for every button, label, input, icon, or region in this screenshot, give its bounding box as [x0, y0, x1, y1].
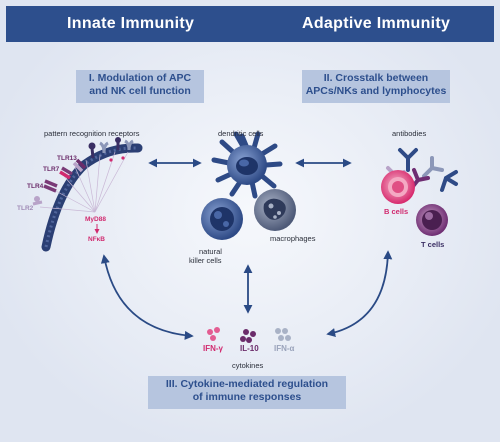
label-tlr7: TLR7 — [43, 166, 60, 173]
label-macrophages: macrophages — [270, 234, 316, 243]
label-nk-line1: natural — [199, 247, 222, 256]
innate-immunity-title: Innate Immunity — [67, 15, 195, 32]
label-il-10: IL-10 — [240, 344, 259, 353]
receptor-tlr7 — [59, 166, 73, 180]
label-cytokines: cytokines — [232, 361, 264, 370]
antibodies — [386, 148, 458, 192]
b-cell — [381, 170, 415, 204]
label-tlr13: TLR13 — [57, 155, 77, 162]
box-modulation: I. Modulation of APC and NK cell functio… — [76, 70, 204, 103]
label-ifn-gamma: IFN-γ — [203, 344, 223, 353]
label-t-cells: T cells — [421, 240, 445, 249]
box-cytokine-line1: III. Cytokine-mediated regulation — [165, 378, 329, 390]
box-cytokine-line2: of immune responses — [192, 391, 302, 403]
box-crosstalk: II. Crosstalk between APCs/NKs and lymph… — [302, 70, 450, 103]
arrow-lymphocytes-cytokines — [326, 250, 393, 337]
arrow-receptors-cytokines — [100, 254, 194, 340]
label-myd88: MyD88 — [85, 216, 106, 223]
label-dendritic-cells: dendritic cells — [218, 129, 264, 138]
cytokine-dots — [207, 327, 291, 343]
nk-cell — [201, 198, 243, 240]
macrophage-cell — [254, 189, 296, 231]
box-crosstalk-line2: APCs/NKs and lymphocytes — [305, 85, 447, 97]
signaling-lines — [39, 151, 129, 213]
label-antibodies: antibodies — [392, 129, 427, 138]
t-cell — [416, 204, 448, 236]
receptor-cluster — [88, 137, 134, 162]
label-nk-line2: killer cells — [189, 256, 222, 265]
label-ifn-alpha: IFN-α — [274, 344, 295, 353]
adaptive-immunity-title: Adaptive Immunity — [302, 15, 451, 32]
dendritic-cell — [211, 131, 283, 199]
label-tlr4: TLR4 — [27, 183, 44, 190]
box-crosstalk-line1: II. Crosstalk between — [323, 72, 429, 84]
flow-arrows — [100, 158, 393, 340]
label-prr: pattern recognition receptors — [44, 129, 140, 138]
label-nfkb: NFκB — [88, 236, 105, 243]
receptor-tlr4 — [43, 179, 58, 193]
box-cytokine-regulation: III. Cytokine-mediated regulation of imm… — [148, 376, 346, 409]
receptor-tlr2 — [32, 196, 43, 206]
label-tlr2: TLR2 — [17, 205, 34, 212]
receptor-tlr13 — [72, 158, 87, 173]
box-modulation-line1: I. Modulation of APC — [88, 72, 192, 84]
header-bar: Innate Immunity Adaptive Immunity — [6, 6, 494, 42]
box-modulation-line2: and NK cell function — [89, 85, 191, 97]
label-b-cells: B cells — [384, 207, 409, 216]
